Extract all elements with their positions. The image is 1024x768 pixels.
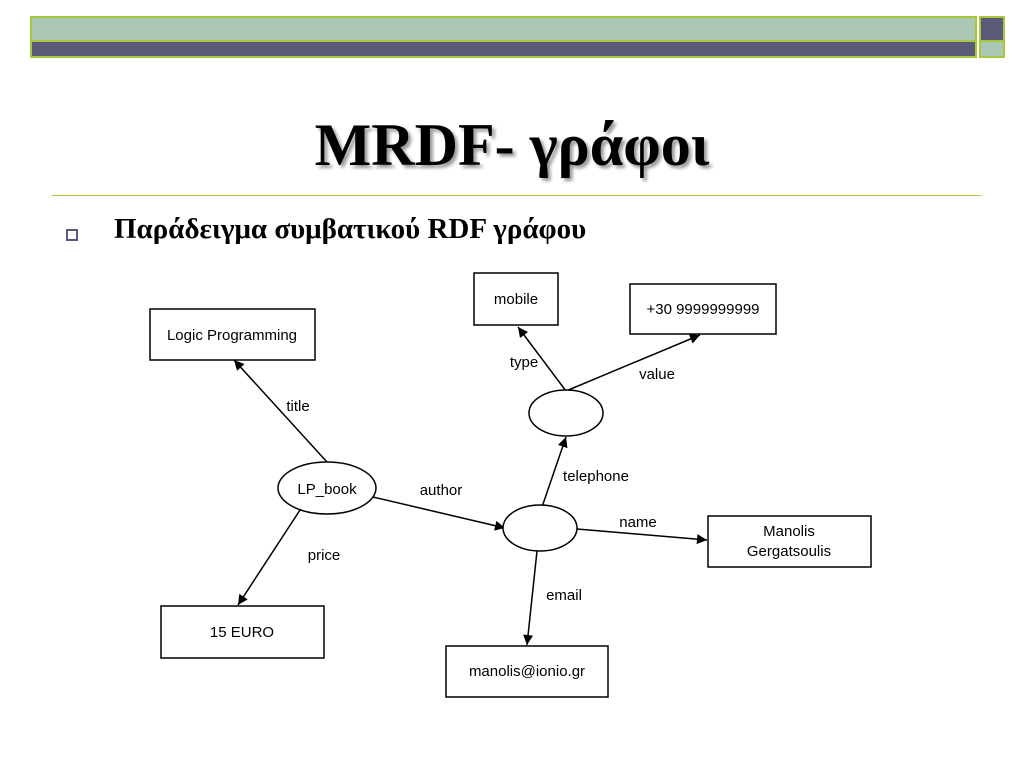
edge-label-email: email: [546, 587, 582, 604]
edge-label-title: title: [286, 398, 309, 415]
node-manolis-box: [707, 515, 872, 568]
edge-name: [576, 528, 708, 545]
edge-telephone: [541, 436, 568, 508]
node-email-label: manolis@ionio.gr: [469, 663, 585, 680]
node-lp-book-label: LP_book: [297, 481, 357, 498]
node-mobile-box: [473, 272, 559, 326]
header-corner-square-top: [979, 16, 1005, 42]
node-mobile-label: mobile: [494, 291, 538, 308]
edge-type: [517, 326, 567, 392]
node-manolis-label-line1: Manolis: [763, 523, 815, 540]
edge-label-name: name: [619, 514, 657, 531]
edge-author: [372, 496, 506, 531]
node-blank-telephone-ellipse: [528, 389, 604, 437]
node-email-box: [445, 645, 609, 698]
header-corner-square-bottom: [979, 42, 1005, 58]
edge-label-price: price: [308, 547, 341, 564]
bullet-text: Παράδειγμα συμβατικού RDF γράφου: [114, 213, 587, 245]
edge-value: [565, 334, 701, 392]
node-blank-author-ellipse: [502, 504, 578, 552]
node-manolis-label-line2: Gergatsoulis: [747, 543, 831, 560]
node-lp-book-ellipse: [277, 461, 377, 515]
edge-title: [233, 359, 328, 463]
square-bullet-icon: [66, 229, 78, 241]
header-band-bottom: [30, 42, 977, 58]
title-divider: [52, 195, 981, 196]
slide-title: MRDF- γράφοι: [314, 112, 710, 178]
node-logic-programming-label: Logic Programming: [167, 327, 297, 344]
edge-label-author: author: [420, 482, 463, 499]
node-phone-number-box: [629, 283, 777, 335]
edge-label-value: value: [639, 366, 675, 383]
edge-label-type: type: [510, 354, 538, 371]
header-band-top: [30, 16, 977, 42]
edge-price: [237, 509, 301, 606]
node-price-label: 15 EURO: [210, 624, 274, 641]
node-price-box: [160, 605, 325, 659]
edge-email: [523, 550, 538, 646]
node-phone-number-label: +30 9999999999: [646, 301, 759, 318]
edge-label-telephone: telephone: [563, 468, 629, 485]
node-logic-programming-box: [149, 308, 316, 361]
